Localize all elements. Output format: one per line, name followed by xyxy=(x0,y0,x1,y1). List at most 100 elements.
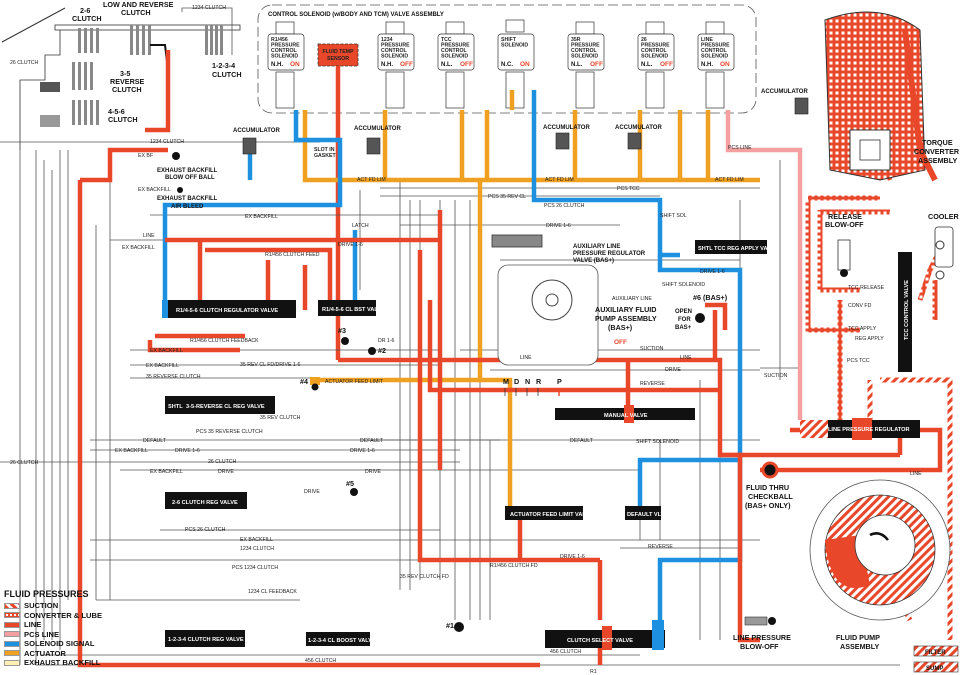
solenoid-state: ON xyxy=(720,61,730,68)
solenoid-assembly-box xyxy=(257,4,757,114)
clutch-pack-assembly xyxy=(1,7,241,150)
passage-label: 456 CLUTCH xyxy=(305,658,336,664)
r1456-regulator-valve: R1/4-5-6 CLUTCH REGULATOR VALVE xyxy=(162,300,296,318)
passage-label: 35 REV CLUTCH FD xyxy=(400,574,449,580)
filter-label: FILTER xyxy=(925,650,946,656)
clutch-low-reverse-plates xyxy=(130,25,151,55)
passage-label: 35 REVERSE CLUTCH xyxy=(146,374,201,380)
filter: FILTER xyxy=(913,645,959,657)
legend-title: FLUID PRESSURES xyxy=(4,589,89,599)
default-valve-label: DEFAULT VLV xyxy=(627,512,665,518)
legend-label: EXHAUST BACKFILL xyxy=(24,658,101,668)
passage-label: 26 CLUTCH xyxy=(208,459,237,465)
actuator-passages xyxy=(302,90,760,510)
passage-label: 26 CLUTCH xyxy=(10,60,39,66)
passage-label: DRIVE 1-6 xyxy=(338,242,363,248)
legend-label: SOLENOID SIGNAL xyxy=(24,639,95,649)
passage-label: 456 CLUTCH xyxy=(550,649,581,655)
passage-label: ACTUATOR FEED LIMIT xyxy=(325,379,384,385)
solenoid-assembly-title: CONTROL SOLENOID (w/BODY AND TCM) VALVE … xyxy=(268,12,444,18)
1234-boost-valve: 1-2-3-4 CL BOOST VALVE xyxy=(306,632,376,646)
passage-label: PCS LINE xyxy=(728,145,752,151)
manual-valve-label: MANUAL VALVE xyxy=(604,413,648,419)
checkball-2-label: #2 xyxy=(378,346,386,355)
actuator-feed-limit-valve: ACTUATOR FEED LIMIT VALVE xyxy=(505,506,593,520)
clutch-26-plates xyxy=(78,28,99,53)
passage-label: CONV FD xyxy=(848,303,872,309)
gear-position-r: R xyxy=(536,377,542,386)
pcs-line-swatch xyxy=(4,631,20,638)
accumulator-label: ACCUMULATOR xyxy=(233,128,280,134)
1234-clutch-regulator-valve: 1-2-3-4 CLUTCH REG VALVE xyxy=(165,630,245,647)
solenoid-type: N.L. xyxy=(441,62,453,68)
accumulator-1: ACCUMULATOR xyxy=(233,128,280,155)
passage-label: PCS TCC xyxy=(617,186,640,192)
26-clutch-regulator-valve: 2-6 CLUTCH REG VALVE xyxy=(165,492,247,509)
legend-item-suction: SUCTION xyxy=(4,601,154,611)
passage-label: EX BACKFILL xyxy=(146,363,179,369)
torque-converter-assembly xyxy=(824,11,938,182)
passage-label: EX BACKFILL xyxy=(115,448,148,454)
passage-label: LINE xyxy=(520,355,532,361)
accumulator-label: ACCUMULATOR xyxy=(761,89,808,95)
checkball-4-housing xyxy=(310,377,320,385)
passage-label: TCC APPLY xyxy=(848,326,877,332)
clutch-select-valve: CLUTCH SELECT VALVE SHTL xyxy=(545,620,683,650)
clutch-456-plates xyxy=(72,100,99,125)
passage-label: LINE xyxy=(910,471,922,477)
passage-label: DRIVE xyxy=(365,469,381,475)
gear-position-n: N xyxy=(525,377,530,386)
actuator-feed-limit-valve-label: ACTUATOR FEED LIMIT VALVE xyxy=(510,512,593,518)
clutch-select-valve-label: CLUTCH SELECT VALVE xyxy=(567,638,633,644)
line-pressure-blow-off xyxy=(744,616,776,626)
legend-label: LINE xyxy=(24,620,42,630)
auxiliary-fluid-pump xyxy=(491,234,599,366)
accumulator-label: ACCUMULATOR xyxy=(615,125,662,131)
aux-pump-state: OFF xyxy=(614,339,627,346)
35-reverse-regulator-valve: SHTL 3-5-REVERSE CL REG VALVE xyxy=(165,396,275,414)
line-pressure-passages xyxy=(77,89,943,668)
passage-label: R1/456 CLUTCH FEEDBACK xyxy=(190,338,259,344)
passage-label: SUCTION xyxy=(640,346,664,352)
passage-label: R1/456 CLUTCH FD xyxy=(490,563,538,569)
r1-passage-top xyxy=(145,50,171,133)
passage-label: DRIVE xyxy=(304,489,320,495)
fluid-thru-checkball xyxy=(761,461,779,479)
solenoid-state: OFF xyxy=(660,61,673,68)
shuttle-label: SHTL xyxy=(668,638,683,644)
solenoid-state: OFF xyxy=(460,61,473,68)
passage-label: R1 xyxy=(590,669,597,675)
tcc-reg-apply-valve-label: SHTL TCC REG APPLY VALVE xyxy=(698,246,778,252)
accumulator-label: ACCUMULATOR xyxy=(543,125,590,131)
passage-label: PCS 26 CLUTCH xyxy=(544,203,585,209)
solenoid-signal-passages xyxy=(162,90,743,630)
passage-label: LINE xyxy=(680,355,692,361)
legend-item-line: LINE xyxy=(4,620,154,630)
legend-item-exhaust-backfill: EXHAUST BACKFILL xyxy=(4,658,154,668)
passage-labels: ACT FD LIM ACT FD LIM ACT FD LIM PCS TCC… xyxy=(10,139,922,675)
suction-swatch xyxy=(4,602,20,609)
passage-label: EX BACKFILL xyxy=(240,537,273,543)
gear-position-d: D xyxy=(514,377,519,386)
passage-label: REVERSE xyxy=(640,381,665,387)
default-valve: DEFAULT VLV xyxy=(625,506,665,520)
shuttle-label: SHTL xyxy=(168,404,183,410)
passage-label: 35 REV CLUTCH xyxy=(260,415,301,421)
checkball-5-label: #5 xyxy=(346,479,354,488)
legend-label: CONVERTER & LUBE xyxy=(24,610,103,620)
